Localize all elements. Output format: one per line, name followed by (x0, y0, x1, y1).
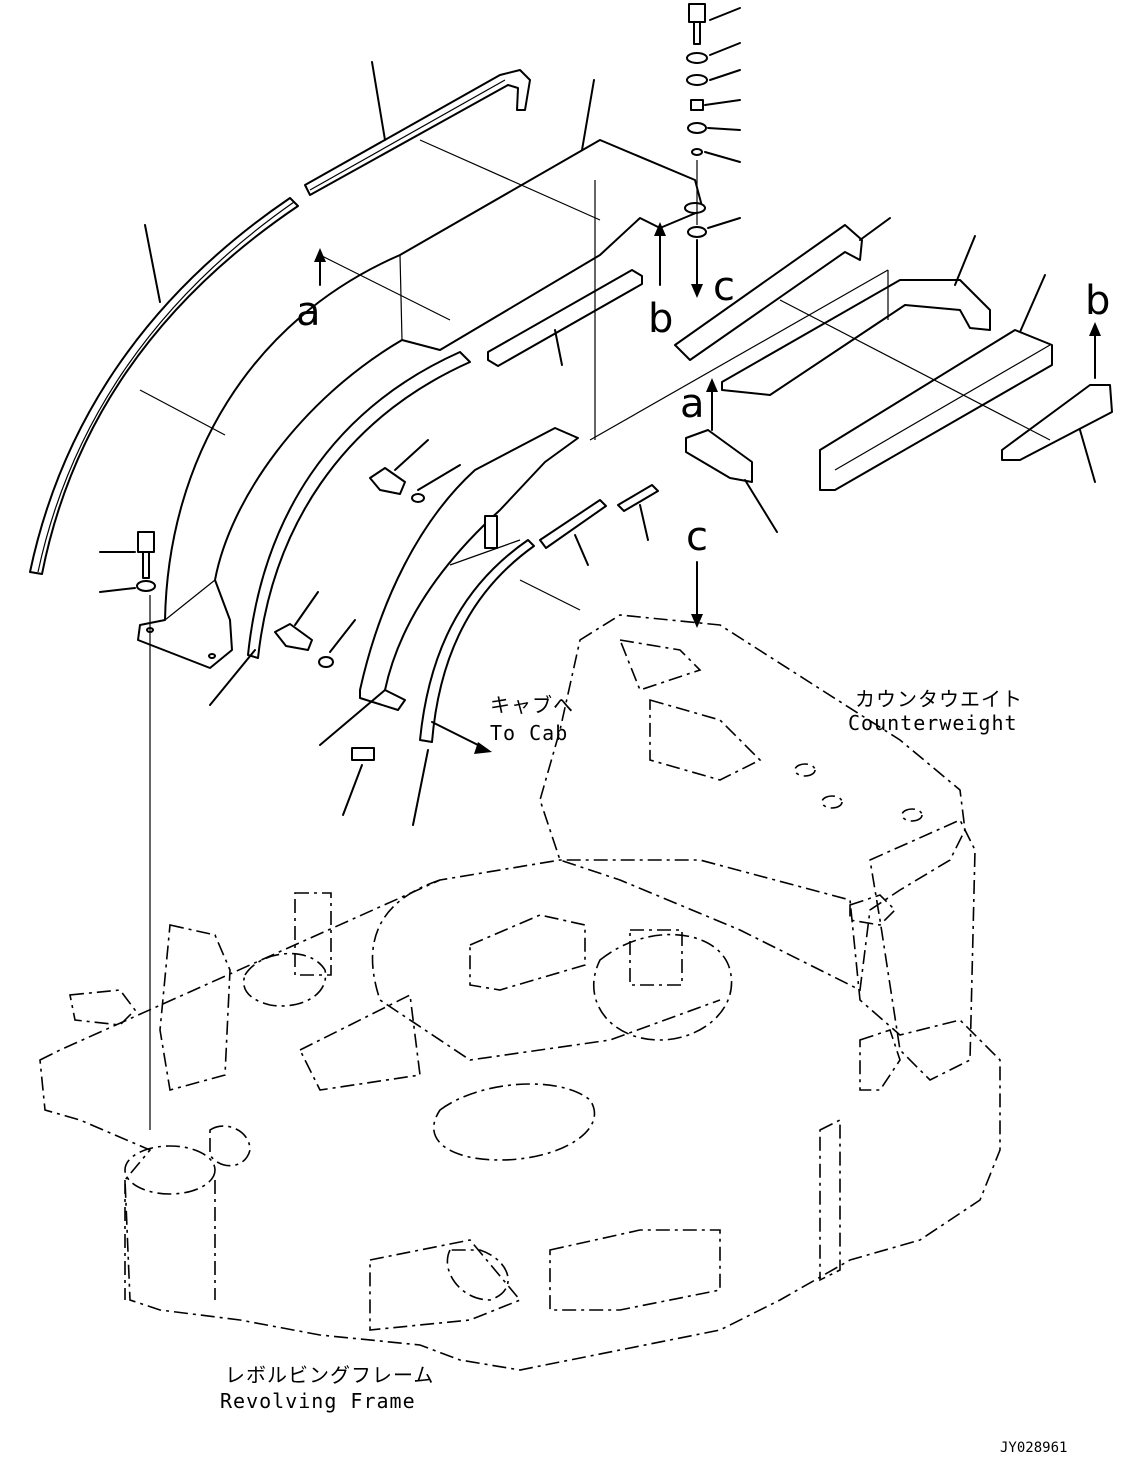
mid-bolts (274, 439, 461, 668)
ref-letter-a-right: a (680, 381, 705, 427)
ref-letter-b-mid: b (648, 296, 673, 342)
phantom-lines (139, 139, 1051, 1130)
right-blocks (674, 217, 1113, 533)
ref-letter-a-left: a (296, 289, 321, 335)
curved-seal-strip (29, 197, 299, 575)
inner-seal (209, 351, 471, 706)
drawing-code: JY028961 (1000, 1440, 1067, 1456)
hardware-stack (686, 3, 741, 238)
ref-letter-c-top: c (713, 264, 735, 310)
revolving-frame-label-jp: レボルビングフレーム (225, 1363, 434, 1387)
ref-letter-b-right: b (1085, 278, 1110, 324)
lower-cover-panel (319, 427, 579, 746)
revolving-frame (39, 859, 1001, 1371)
main-cover-panel (137, 79, 706, 669)
left-bolt-washer (99, 531, 156, 593)
counterweight-label-jp: カウンタウエイト (855, 687, 1023, 711)
reference-arrows (314, 222, 1101, 754)
revolving-frame-label-en: Revolving Frame (220, 1389, 416, 1413)
counterweight (539, 614, 976, 1081)
counterweight-label-en: Counterweight (848, 711, 1018, 735)
to-cab-label-en: To Cab (490, 721, 568, 745)
small-seal-pieces (342, 484, 659, 816)
top-bracket-strip (304, 61, 531, 196)
to-cab-label-jp: キャブへ (490, 693, 574, 717)
seal-bar-mid (487, 269, 643, 367)
ref-letter-c-lower: c (686, 514, 708, 560)
